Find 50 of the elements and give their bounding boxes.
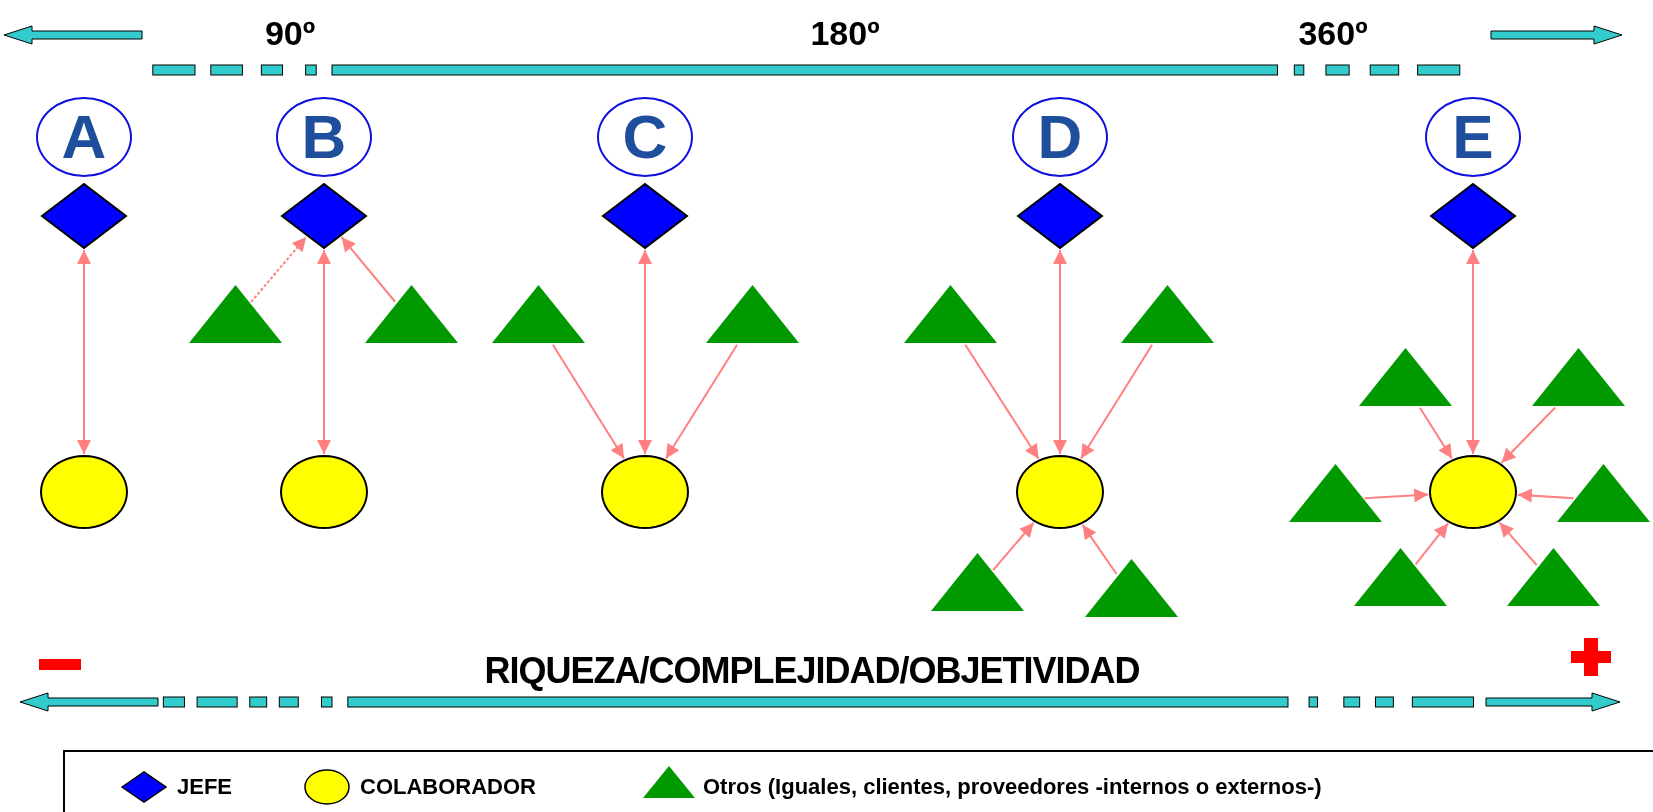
others-triangle	[491, 285, 585, 343]
others-triangle	[1556, 464, 1650, 522]
others-triangle	[1084, 559, 1178, 617]
arrow	[964, 343, 1040, 460]
arrow	[1053, 249, 1067, 455]
degree-label: 90º	[264, 14, 316, 53]
arrow	[1363, 488, 1430, 503]
others-triangle	[1288, 464, 1382, 522]
letter-ellipse: E	[1425, 97, 1521, 177]
arrow	[1079, 343, 1154, 460]
arrow	[1414, 522, 1449, 566]
letter-ellipse: C	[597, 97, 693, 177]
arrow	[1516, 488, 1575, 503]
boss-diamond	[282, 184, 366, 248]
arrow	[250, 235, 308, 303]
degree-label: 180º	[810, 14, 880, 53]
others-triangle	[705, 285, 799, 343]
others-triangle	[903, 285, 997, 343]
others-triangle	[188, 285, 282, 343]
arrow	[1498, 521, 1538, 567]
boss-diamond	[42, 184, 126, 248]
boss-diamond	[1431, 184, 1515, 248]
arrow	[1081, 523, 1118, 575]
others-triangle	[1353, 548, 1447, 606]
arrow	[638, 249, 652, 455]
others-triangle	[930, 553, 1024, 611]
arrow	[1466, 249, 1480, 455]
arrow	[340, 236, 397, 303]
others-triangle	[364, 285, 458, 343]
legend-label: JEFE	[177, 774, 233, 800]
legend-label: Otros (Iguales, clientes, proveedores -internos o externos-)	[703, 774, 1322, 800]
others-triangle	[1531, 348, 1625, 406]
arrow	[664, 343, 739, 460]
arrow	[551, 343, 626, 460]
others-triangle	[1506, 548, 1600, 606]
legend-label: COLABORADOR	[360, 774, 536, 800]
letter-ellipse: D	[1012, 97, 1108, 177]
letter-ellipse: A	[36, 97, 132, 177]
degree-label: 360º	[1298, 14, 1368, 53]
letter-ellipse: B	[276, 97, 372, 177]
arrow	[1418, 406, 1453, 460]
arrow	[317, 249, 331, 455]
arrow	[77, 249, 91, 455]
boss-diamond	[603, 184, 687, 248]
axis-title: RIQUEZA/COMPLEJIDAD/OBJETIVIDAD	[484, 650, 1140, 692]
boss-diamond	[1018, 184, 1102, 248]
arrow	[992, 521, 1035, 572]
arrow	[1500, 406, 1557, 464]
others-triangle	[1120, 285, 1214, 343]
others-triangle	[1358, 348, 1452, 406]
